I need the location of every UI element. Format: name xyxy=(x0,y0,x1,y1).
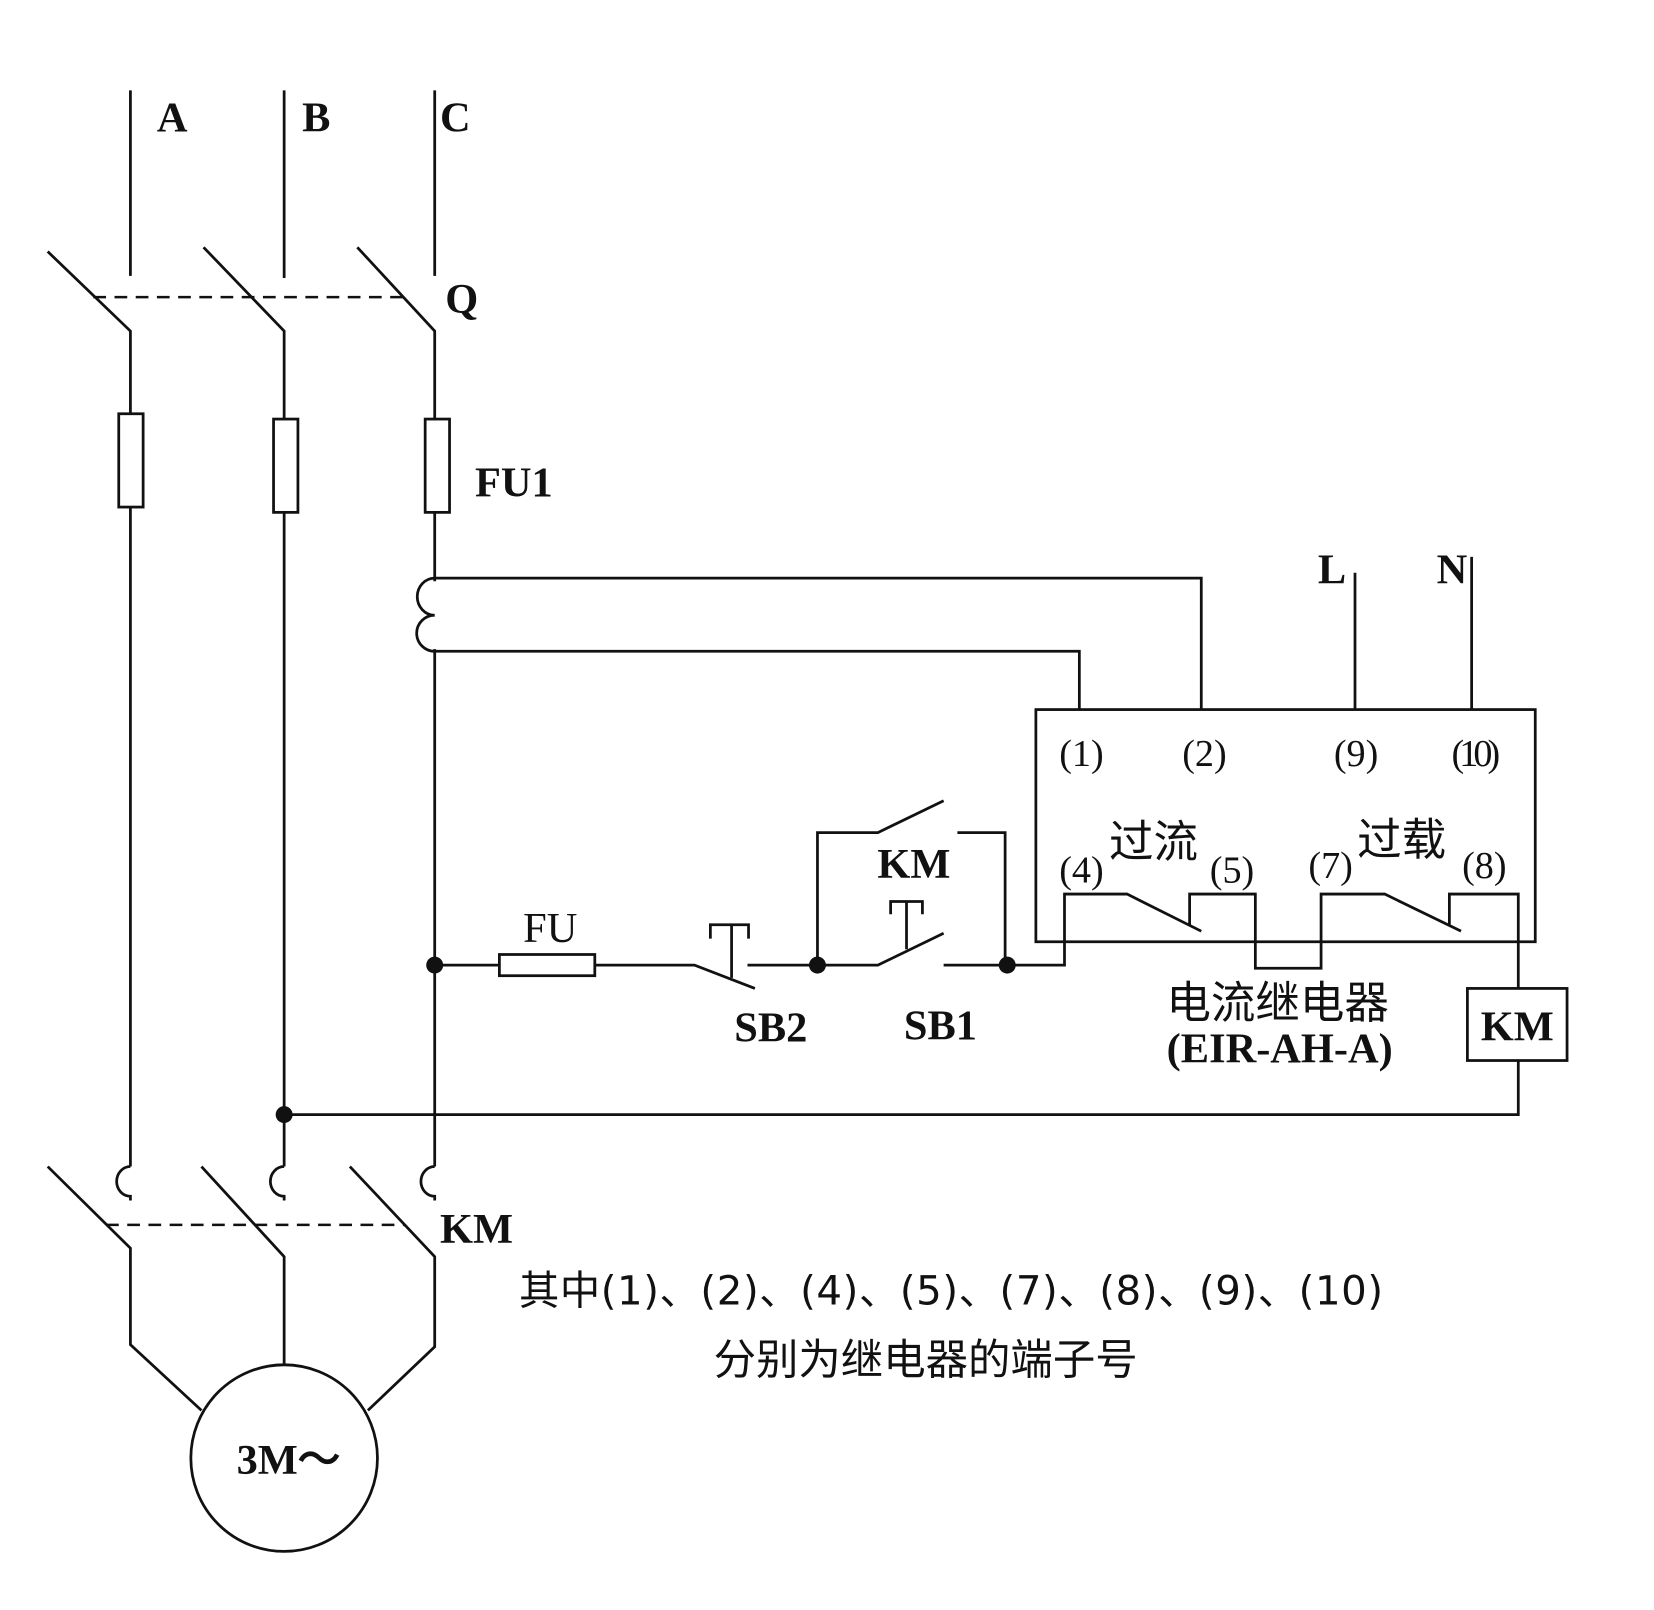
q-label: Q xyxy=(445,276,478,323)
terminal-4: (4) xyxy=(1059,849,1104,891)
terminal-7: (7) xyxy=(1308,845,1353,887)
km-coil: KM xyxy=(275,987,1569,1124)
phase-c-label: C xyxy=(440,95,471,142)
n-label: N xyxy=(1437,546,1468,593)
control-circuit: FU SB2 KM SB1 xyxy=(426,799,1016,1051)
terminal-9: (9) xyxy=(1334,733,1378,775)
main-switch-q: Q xyxy=(46,246,478,420)
terminal-8: (8) xyxy=(1462,845,1507,887)
relay-model: (EIR-AH-A) xyxy=(1167,1026,1393,1073)
terminal-10: (10) xyxy=(1451,733,1500,775)
phase-b-label: B xyxy=(302,95,330,142)
phase-a-label: A xyxy=(157,95,188,142)
fu1-label: FU1 xyxy=(475,459,553,506)
note-line2: 分别为继电器的端子号 xyxy=(714,1336,1138,1385)
motor-label: 3M～ xyxy=(237,1437,341,1484)
terminal-2: (2) xyxy=(1182,733,1227,775)
km-coil-label: KM xyxy=(1481,1003,1554,1050)
l-label: L xyxy=(1318,546,1346,593)
km-hold-label: KM xyxy=(877,841,950,888)
relay-name: 电流继电器 xyxy=(1166,977,1389,1029)
note-line1: 其中(1)、(2)、(4)、(5)、(7)、(8)、(9)、(10) xyxy=(519,1268,1383,1314)
terminal-1: (1) xyxy=(1059,733,1104,775)
motor: 3M～ xyxy=(189,1363,379,1553)
fu-label: FU xyxy=(523,905,577,952)
terminal-5: (5) xyxy=(1210,849,1255,891)
overload-label: 过载 xyxy=(1357,814,1446,866)
km-main-label: KM xyxy=(440,1206,513,1253)
current-transformer xyxy=(415,576,1203,710)
current-relay: (1) (2) (9) (10) (4) (5) (7) (8) 过流 过载 电… xyxy=(1007,708,1537,1073)
km-main-contacts: KM xyxy=(46,1165,513,1412)
overcurrent-label: 过流 xyxy=(1109,816,1198,868)
phase-lines: A B C xyxy=(129,90,471,279)
sb1-label: SB1 xyxy=(904,1002,977,1049)
fuses-fu1: FU1 xyxy=(117,412,553,1167)
sb2-label: SB2 xyxy=(734,1004,807,1051)
